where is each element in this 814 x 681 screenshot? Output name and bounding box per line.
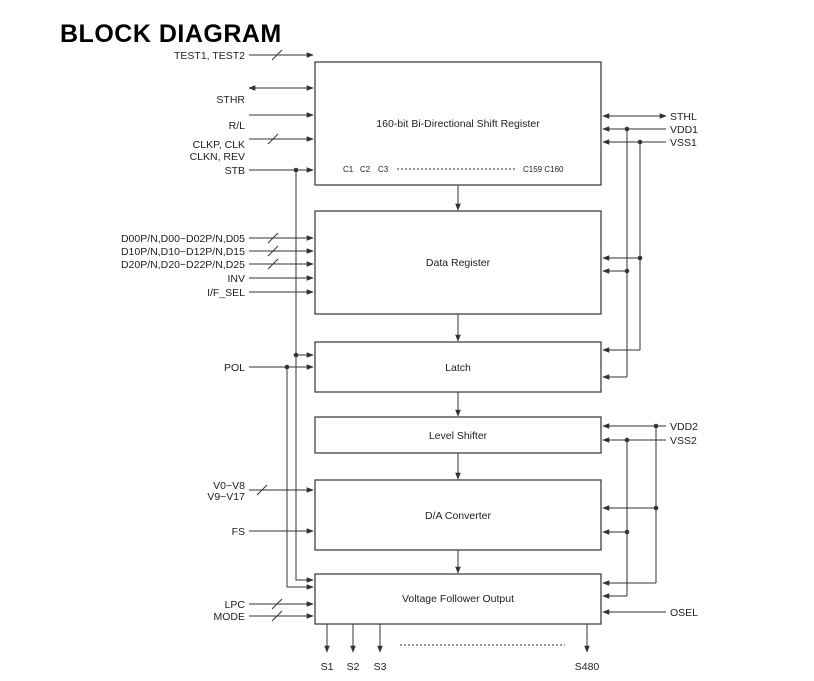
data-register-label: Data Register: [426, 257, 491, 269]
signal-vdd2: VDD2: [670, 421, 698, 433]
data-register-block: Data Register: [314, 210, 602, 315]
signal-if-sel: I/F_SEL: [207, 287, 245, 299]
signal-v9-v17: V9~V17: [207, 491, 245, 503]
signal-stb: STB: [225, 165, 245, 177]
voltage-follower-block: Voltage Follower Output: [314, 573, 602, 625]
shift-register-label: 160-bit Bi-Directional Shift Register: [376, 118, 540, 130]
tap-c159-c160: C159 C160: [523, 165, 564, 174]
tap-c3: C3: [378, 165, 389, 174]
level-shifter-label: Level Shifter: [429, 430, 488, 442]
output-wires: [324, 624, 590, 653]
signal-vss2: VSS2: [670, 435, 697, 447]
signal-sthl: STHL: [670, 111, 697, 123]
right-signal-wires: [602, 113, 667, 615]
signal-vdd1: VDD1: [670, 124, 698, 136]
signal-sthr: STHR: [216, 94, 245, 106]
da-converter-block: D/A Converter: [314, 479, 602, 551]
signal-d1x: D10P/N,D10~D12P/N,D15: [121, 246, 245, 258]
signal-fs: FS: [232, 526, 245, 538]
latch-label: Latch: [445, 362, 471, 374]
right-signal-labels: STHL VDD1 VSS1 VDD2 VSS2 OSEL: [670, 111, 698, 619]
signal-v0-v8: V0~V8: [213, 480, 245, 492]
left-signal-wires: [248, 49, 314, 622]
tap-c1: C1: [343, 165, 354, 174]
left-signal-labels: TEST1, TEST2 STHR R/L CLKP, CLK CLKN, RE…: [121, 50, 245, 623]
output-s3: S3: [374, 661, 387, 673]
signal-vss1: VSS1: [670, 137, 697, 149]
tap-c2: C2: [360, 165, 371, 174]
level-shifter-block: Level Shifter: [314, 416, 602, 454]
signal-mode: MODE: [214, 611, 246, 623]
signal-inv: INV: [227, 273, 245, 285]
signal-pol: POL: [224, 362, 245, 374]
voltage-follower-label: Voltage Follower Output: [402, 593, 514, 605]
signal-rl: R/L: [229, 120, 246, 132]
signal-lpc: LPC: [225, 599, 246, 611]
output-labels: S1 S2 S3 S480: [321, 661, 600, 673]
signal-osel: OSEL: [670, 607, 698, 619]
diagram-title: BLOCK DIAGRAM: [60, 20, 282, 48]
da-converter-label: D/A Converter: [425, 510, 491, 522]
signal-clkn-rev: CLKN, REV: [190, 151, 245, 163]
latch-block: Latch: [314, 341, 602, 393]
shift-register-block: 160-bit Bi-Directional Shift Register C1…: [314, 61, 602, 186]
output-s2: S2: [347, 661, 360, 673]
signal-test: TEST1, TEST2: [174, 50, 245, 62]
signal-clkp-clk: CLKP, CLK: [193, 139, 245, 151]
signal-d2x: D20P/N,D20~D22P/N,D25: [121, 259, 245, 271]
output-s1: S1: [321, 661, 334, 673]
signal-d0x: D00P/N,D00~D02P/N,D05: [121, 233, 245, 245]
output-s480: S480: [575, 661, 600, 673]
